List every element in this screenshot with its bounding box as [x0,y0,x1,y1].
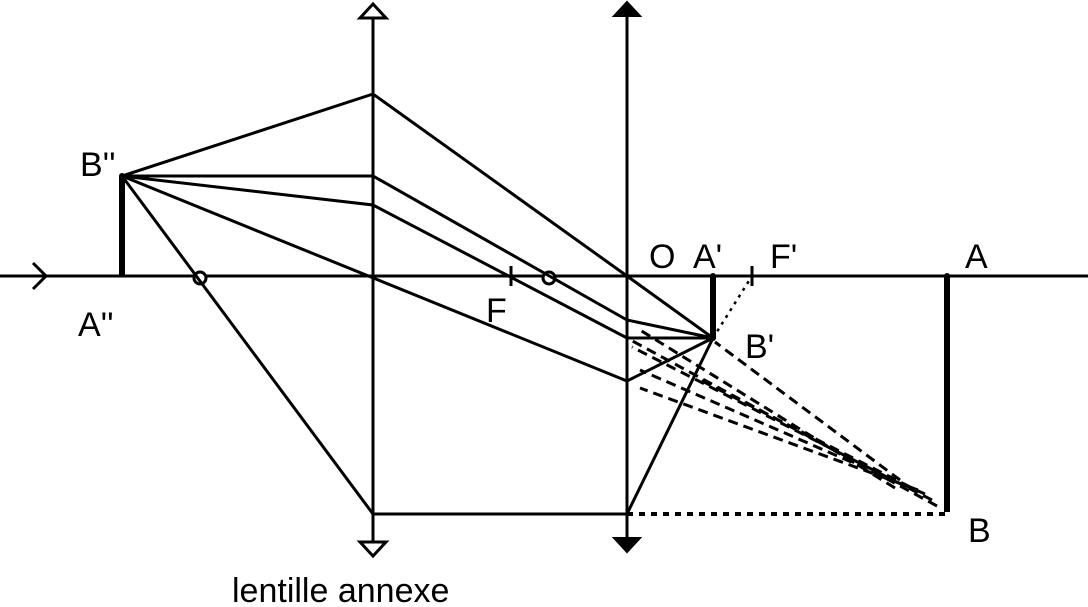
point-a [944,273,950,279]
annex-rays [120,92,715,516]
main-lens-top-arrow-icon [611,0,643,17]
label-a-prime: A' [693,238,722,276]
label-f: F [486,292,507,330]
label-f-prime: F' [770,238,797,276]
label-a: A [965,238,988,276]
point-a-prime [710,273,716,279]
label-b: B [968,512,991,550]
incident-dashed-rays [626,328,938,508]
label-b-prime: B' [745,328,774,366]
lens-bottom-arrow-icon [356,540,390,559]
label-a-double-prime: A'' [78,306,114,344]
main-lens-bottom-arrow-icon [611,537,643,554]
caption: lentille annexe [232,572,449,607]
annex-lens [356,1,390,559]
label-b-double-prime: B'' [80,146,116,184]
lens-top-arrow-icon [356,1,390,20]
axis-arrow-icon [31,261,49,291]
label-o: O [649,238,675,276]
